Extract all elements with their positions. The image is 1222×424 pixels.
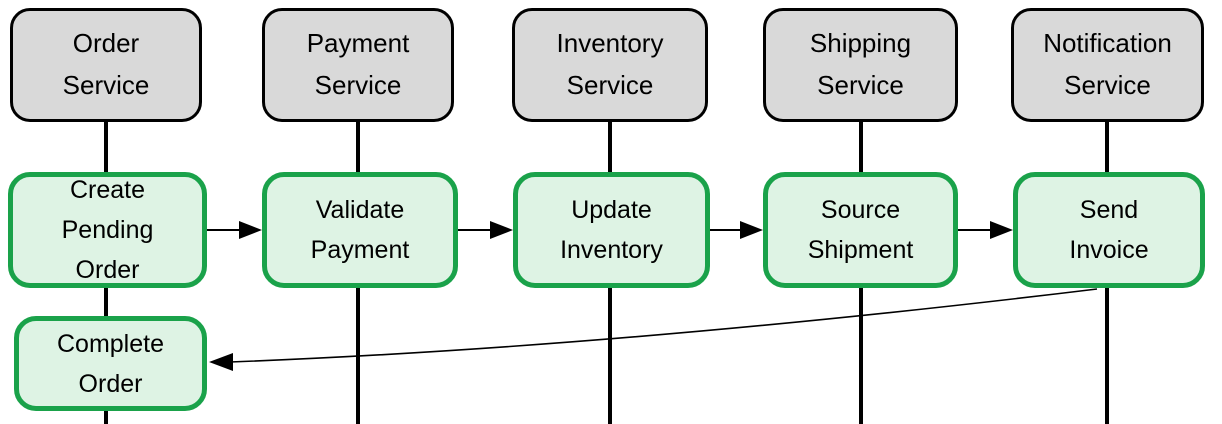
- service-box-shipping: Shipping Service: [763, 8, 958, 122]
- service-label-notification: Notification Service: [1043, 28, 1172, 100]
- step-box-send-invoice: Send Invoice: [1013, 172, 1205, 288]
- step-label-send-invoice: Send Invoice: [1069, 196, 1149, 264]
- service-label-inventory: Inventory Service: [556, 28, 664, 100]
- step-box-source-shipment: Source Shipment: [763, 172, 958, 288]
- step-label-validate-payment: Validate Payment: [310, 196, 410, 264]
- step-label-create-pending-order: Create Pending Order: [61, 176, 154, 284]
- step-label-complete-order: Complete Order: [57, 329, 164, 398]
- step-box-create-pending-order: Create Pending Order: [8, 172, 207, 288]
- service-box-notification: Notification Service: [1011, 8, 1204, 122]
- service-box-inventory: Inventory Service: [512, 8, 708, 122]
- step-label-update-inventory: Update Inventory: [560, 196, 663, 264]
- step-box-complete-order: Complete Order: [14, 316, 207, 411]
- service-label-payment: Payment Service: [306, 28, 410, 100]
- service-label-shipping: Shipping Service: [809, 28, 912, 100]
- service-box-payment: Payment Service: [262, 8, 454, 122]
- service-box-order: Order Service: [10, 8, 202, 122]
- service-label-order: Order Service: [62, 28, 150, 100]
- step-box-validate-payment: Validate Payment: [262, 172, 458, 288]
- step-box-update-inventory: Update Inventory: [513, 172, 710, 288]
- step-label-source-shipment: Source Shipment: [807, 196, 914, 264]
